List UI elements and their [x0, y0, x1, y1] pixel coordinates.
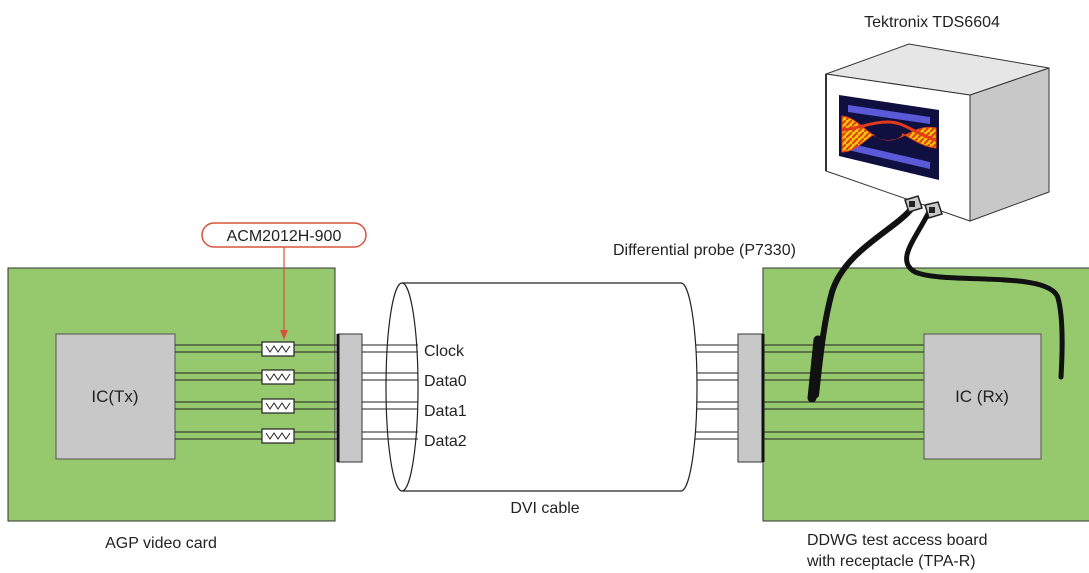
cable-label: DVI cable: [510, 500, 579, 517]
channel-label: Clock: [424, 343, 465, 360]
common-mode-filter: [261, 398, 295, 414]
filter-callout: ACM2012H-900: [201, 222, 367, 340]
common-mode-filter: [261, 369, 295, 385]
source-board-label: AGP video card: [105, 535, 217, 552]
oscilloscope: [825, 43, 1050, 222]
rx-chip: [923, 333, 1042, 460]
channel-label: Data2: [424, 433, 467, 450]
sink-board-label-line1: DDWG test access board: [807, 532, 988, 549]
probe-cables: [807, 205, 1065, 403]
tx-chip: [55, 333, 176, 460]
common-mode-filter: [261, 341, 295, 357]
probe-return-cable: [904, 207, 1065, 380]
channel-label: Data0: [424, 373, 467, 390]
tx-connector: [337, 333, 363, 463]
rx-connector: [737, 333, 764, 463]
tx-traces: [175, 344, 338, 440]
instrument-label: Tektronix TDS6604: [864, 14, 1000, 31]
dvi-cable: Clock Data0 Data1 Data2 DVI cable: [362, 282, 738, 517]
probe-connector: [904, 195, 923, 213]
rx-chip-label: IC (Rx): [955, 387, 1009, 406]
probe-connector: [924, 201, 943, 219]
common-mode-filter: [261, 428, 295, 444]
probe-label: Differential probe (P7330): [613, 242, 796, 259]
filter-callout-label: ACM2012H-900: [227, 228, 342, 245]
agp-video-card: IC(Tx): [7, 267, 363, 522]
test-access-board: IC (Rx): [737, 267, 1089, 522]
cable-end: [385, 282, 419, 492]
tx-chip-label: IC(Tx): [91, 387, 138, 406]
rx-traces: [763, 344, 924, 440]
cable-body: [402, 282, 698, 492]
channel-label: Data1: [424, 403, 467, 420]
sink-board-label-line2: with receptacle (TPA-R): [806, 553, 976, 570]
scope-screen: [839, 95, 939, 180]
